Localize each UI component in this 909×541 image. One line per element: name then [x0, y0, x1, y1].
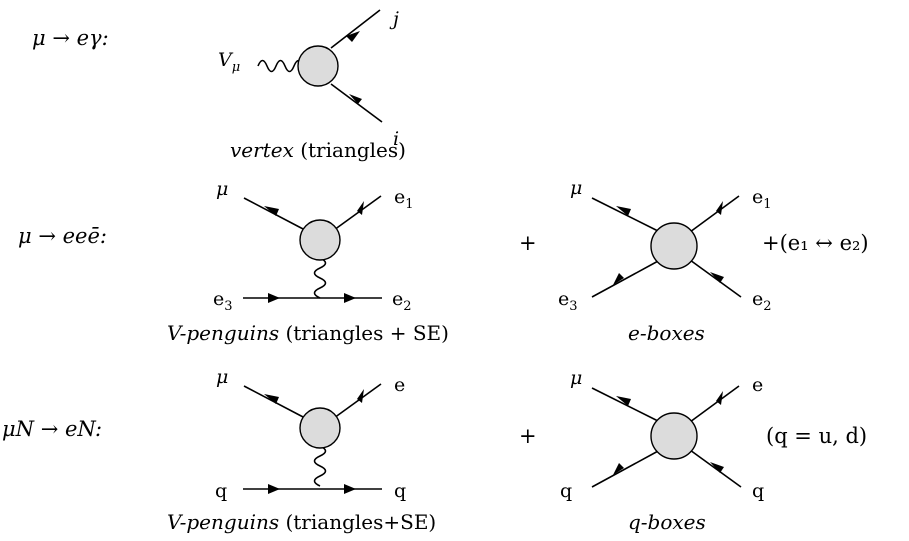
- vertex-caption: vertex (triangles): [230, 138, 406, 162]
- penguin2-arrow-in: [264, 394, 279, 404]
- photon-line: [257, 59, 304, 73]
- penguin-blob: [299, 219, 341, 261]
- penguin2-label-e: e: [394, 374, 405, 396]
- box-line-bl: [591, 259, 661, 298]
- penguin2-arrow-bottom-b: [344, 484, 356, 494]
- penguin-arrow-bottom-a: [268, 293, 280, 303]
- penguin2-arrow-bottom-a: [268, 484, 280, 494]
- box-arrow-tr: [716, 201, 723, 215]
- box-arrow-br: [710, 272, 724, 283]
- fermion-arrow-j: [346, 31, 360, 42]
- penguin2-photon: [313, 445, 327, 487]
- penguin2-line-out: [333, 383, 382, 419]
- process-label-mu-N-eN: μN → eN:: [2, 417, 102, 441]
- box2-line-br: [689, 449, 742, 488]
- box2-label-e: e: [752, 374, 763, 396]
- leg-label-j: j: [389, 8, 399, 30]
- box2-arrow-tr: [716, 391, 723, 405]
- box2-line-bl: [591, 449, 661, 488]
- plus-sign-eee: +: [519, 231, 537, 255]
- box2-line-tr: [689, 385, 740, 423]
- box-line-tl: [591, 197, 661, 233]
- penguin-line-out: [333, 195, 382, 231]
- process-label-mu-egamma: μ → eγ:: [32, 26, 109, 50]
- box-caption-conversion: q-boxes: [628, 510, 706, 534]
- box2-label-q-left: q: [560, 480, 572, 502]
- box-label-e1: e1: [752, 186, 772, 212]
- box-arrow-bl: [613, 273, 624, 285]
- penguin2-label-q-right: q: [394, 480, 406, 502]
- fermion-line-j: [330, 9, 381, 49]
- fermion-line-i: [330, 83, 383, 123]
- box-line-tr: [689, 195, 740, 233]
- box2-blob: [650, 412, 698, 460]
- penguin-photon: [313, 257, 327, 299]
- process-label-mu-eee: μ → eeē:: [18, 224, 107, 248]
- penguin2-arrow-out: [357, 389, 364, 403]
- penguin2-blob: [299, 407, 341, 449]
- penguin-label-e2: e2: [392, 288, 412, 314]
- box2-arrow-bl: [613, 463, 624, 475]
- box-diagram-conversion: μ e q q q-boxes: [560, 367, 764, 534]
- penguin-diagram-conversion: μ e q q V-penguins (triangles+SE): [167, 366, 436, 534]
- vertex-blob: [297, 45, 339, 87]
- penguin-arrow-bottom-b: [344, 293, 356, 303]
- quark-flavor-note: (q = u, d): [766, 424, 867, 448]
- penguin-label-mu: μ: [216, 178, 228, 200]
- box2-arrow-br: [710, 462, 724, 473]
- leg-label-i: i: [393, 128, 399, 150]
- box-blob: [650, 222, 698, 270]
- box-label-e2: e2: [752, 288, 772, 314]
- box2-line-tl: [591, 387, 661, 423]
- penguin-arrow-out: [357, 201, 364, 215]
- penguin-arrow-in: [264, 206, 279, 216]
- penguin-caption-conversion: V-penguins (triangles+SE): [167, 510, 436, 534]
- penguin-caption-eee: V-penguins (triangles + SE): [167, 321, 449, 345]
- penguin-label-e3: e3: [213, 288, 233, 314]
- vertex-diagram: Vμ j i vertex (triangles): [218, 8, 406, 162]
- box-arrow-tl: [616, 206, 631, 216]
- plus-sign-conversion: +: [519, 424, 537, 448]
- penguin2-label-mu: μ: [216, 366, 228, 388]
- box-diagram-eee: μ e1 e3 e2 e-boxes: [558, 177, 772, 345]
- box2-arrow-tl: [616, 396, 631, 406]
- exchange-term: +(e₁ ↔ e₂): [762, 231, 869, 255]
- box-line-br: [689, 259, 742, 298]
- box2-label-q-right: q: [752, 480, 764, 502]
- fermion-arrow-i: [349, 94, 362, 104]
- box-label-mu: μ: [570, 177, 582, 199]
- box-label-e3: e3: [558, 288, 578, 314]
- box2-label-mu: μ: [570, 367, 582, 389]
- box-caption-eee: e-boxes: [628, 321, 705, 345]
- boson-label: Vμ: [218, 49, 240, 75]
- penguin-diagram-eee: μ e1 e3 e2 V-penguins (triangles + SE): [167, 178, 449, 345]
- penguin2-label-q-left: q: [215, 480, 227, 502]
- penguin-label-e1: e1: [394, 186, 414, 212]
